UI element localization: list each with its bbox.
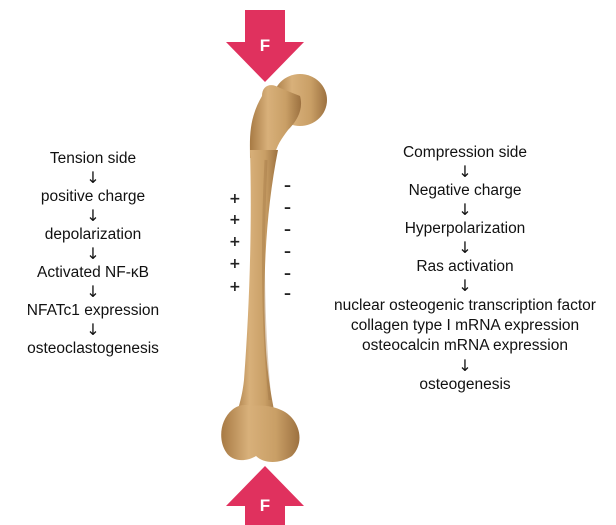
compression-side-flow: Compression side ↓ Negative charge ↓ Hyp… bbox=[300, 144, 616, 394]
force-label-top: F bbox=[260, 36, 270, 55]
down-arrow-icon: ↓ bbox=[300, 162, 616, 182]
femoral-condyles bbox=[221, 405, 299, 462]
force-arrow-top: F bbox=[226, 10, 304, 82]
compression-outcome: osteocalcin mRNA expression bbox=[300, 336, 616, 356]
positive-sign: + bbox=[229, 256, 241, 272]
positive-sign: + bbox=[229, 212, 241, 228]
femoral-neck bbox=[250, 85, 301, 158]
tension-side-flow: Tension side ↓ positive charge ↓ depolar… bbox=[0, 150, 186, 358]
down-arrow-icon: ↓ bbox=[0, 206, 186, 226]
compression-outcome: nuclear osteogenic transcription factor bbox=[300, 296, 616, 316]
tension-step: osteoclastogenesis bbox=[0, 340, 186, 358]
negative-sign: – bbox=[284, 222, 291, 238]
tension-step: positive charge bbox=[0, 188, 186, 206]
negative-sign: – bbox=[284, 244, 291, 260]
down-arrow-icon: ↓ bbox=[0, 282, 186, 302]
down-arrow-icon: ↓ bbox=[300, 276, 616, 296]
force-label-bottom: F bbox=[260, 496, 270, 515]
tension-step: Activated NF-κB bbox=[0, 264, 186, 282]
compression-step: Hyperpolarization bbox=[300, 220, 616, 238]
tension-step: depolarization bbox=[0, 226, 186, 244]
compression-outcome: collagen type I mRNA expression bbox=[300, 316, 616, 336]
down-arrow-icon: ↓ bbox=[0, 244, 186, 264]
compression-final: osteogenesis bbox=[300, 376, 616, 394]
positive-sign: + bbox=[229, 191, 241, 207]
down-arrow-icon: ↓ bbox=[300, 238, 616, 258]
force-arrow-bottom: F bbox=[226, 466, 304, 525]
compression-step: Negative charge bbox=[300, 182, 616, 200]
tension-step: NFATc1 expression bbox=[0, 302, 186, 320]
compression-step: Ras activation bbox=[300, 258, 616, 276]
down-arrow-icon: ↓ bbox=[0, 168, 186, 188]
tension-step: Tension side bbox=[0, 150, 186, 168]
positive-sign: + bbox=[229, 234, 241, 250]
down-arrow-icon: ↓ bbox=[300, 356, 616, 376]
negative-sign: – bbox=[284, 200, 291, 216]
positive-sign: + bbox=[229, 279, 241, 295]
negative-sign: – bbox=[284, 266, 291, 282]
down-arrow-icon: ↓ bbox=[300, 200, 616, 220]
negative-sign: – bbox=[284, 286, 291, 302]
compression-step: Compression side bbox=[300, 144, 616, 162]
down-arrow-icon: ↓ bbox=[0, 320, 186, 340]
negative-sign: – bbox=[284, 178, 291, 194]
